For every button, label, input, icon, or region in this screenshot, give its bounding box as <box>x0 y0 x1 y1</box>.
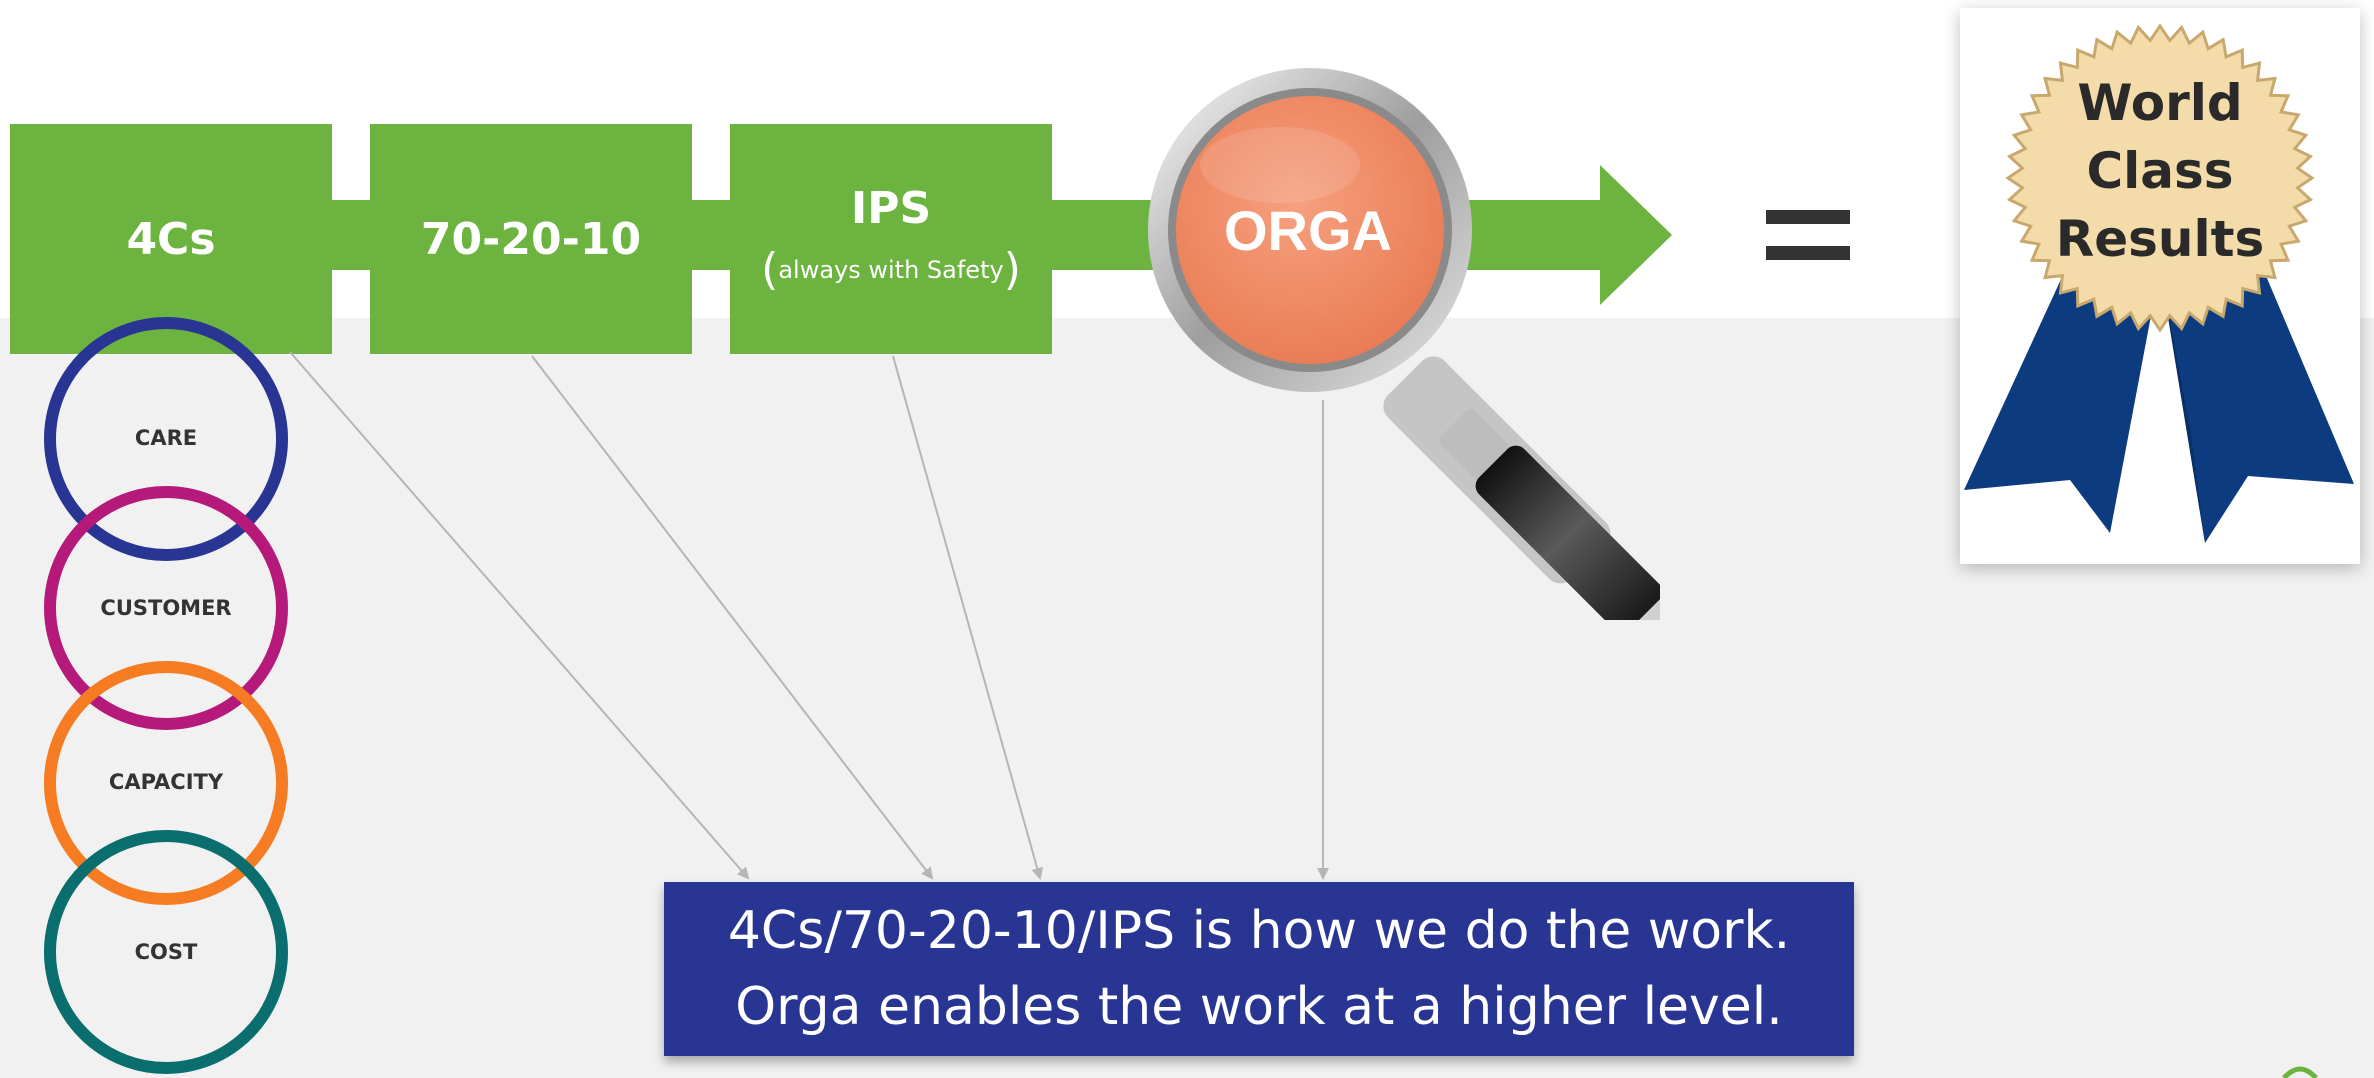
summary-note-box: 4Cs/70-20-10/IPS is how we do the work. … <box>664 882 1854 1056</box>
step-box-4cs: 4Cs <box>10 124 332 354</box>
cost-label: COST <box>134 940 198 964</box>
award-badge: World Class Results <box>1960 8 2360 564</box>
arrow-from-70-20-10 <box>531 355 934 880</box>
orga-label: ORGA <box>1224 199 1392 262</box>
customer-label: CUSTOMER <box>100 596 232 620</box>
arrow-from-ips <box>892 355 1044 880</box>
step-sublabel-ips: (always with Safety) <box>761 244 1021 295</box>
capacity-ring <box>44 661 288 905</box>
equals-sign-bottom-bar <box>1766 246 1850 260</box>
step-label-ips: IPS <box>850 183 932 234</box>
step-label-70-20-10: 70-20-10 <box>420 213 642 265</box>
arrow-from-4cs <box>289 351 750 880</box>
step-box-ips: IPS (always with Safety) <box>730 124 1052 354</box>
connector-2 <box>690 200 730 270</box>
summary-line-1: 4Cs/70-20-10/IPS is how we do the work. <box>727 901 1791 961</box>
ips-safety-text: always with Safety <box>778 256 1004 284</box>
award-ribbon-icon: World Class Results <box>1964 23 2354 543</box>
flow-arrow-head <box>1600 165 1672 305</box>
connector-1 <box>330 200 370 270</box>
care-ring <box>44 317 288 561</box>
summary-line-2: Orga enables the work at a higher level. <box>735 977 1783 1037</box>
equals-sign-top-bar <box>1766 210 1850 224</box>
magnifier-icon: ORGA <box>1148 68 1660 620</box>
cost-ring <box>44 830 288 1074</box>
corner-logo-icon <box>2282 1066 2318 1078</box>
step-label-4cs: 4Cs <box>126 213 216 265</box>
award-line-1: World <box>2077 74 2242 132</box>
award-line-2: Class <box>2086 142 2233 200</box>
care-label: CARE <box>134 426 198 450</box>
step-box-70-20-10: 70-20-10 <box>370 124 692 354</box>
capacity-label: CAPACITY <box>108 770 224 794</box>
four-cs-rings <box>44 317 288 1074</box>
award-line-3: Results <box>2056 210 2265 268</box>
customer-ring <box>44 486 288 730</box>
